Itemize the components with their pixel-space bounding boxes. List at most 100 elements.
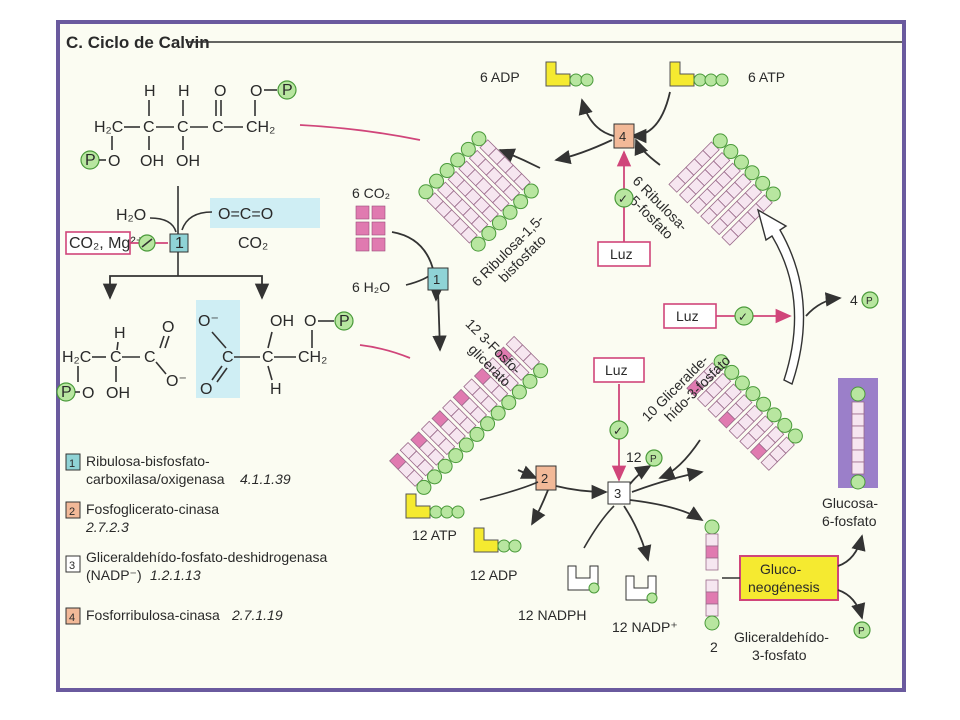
phosphate-cap <box>437 458 453 474</box>
legend-item-1: 1 Ribulosa-bisfosfato- carboxilasa/oxige… <box>65 453 291 487</box>
nadph-label: 12 NADPH <box>518 607 586 623</box>
adp-12-label: 12 ADP <box>470 567 517 583</box>
phosphate-dot <box>704 73 718 87</box>
ch2-right: CH₂ <box>298 349 327 366</box>
chain-cell <box>705 579 719 593</box>
legend-line1-4: Fosforribulosa-cinasa <box>86 607 220 623</box>
pi-gap-icon <box>853 621 871 639</box>
chain-cell <box>705 545 719 559</box>
chain-left-c2: C <box>144 349 156 366</box>
stack-gap-wrap <box>686 354 803 471</box>
phosphate-cap <box>533 363 549 379</box>
chain-cell <box>705 591 719 605</box>
legend-item-2: 2 Fosfoglicerato-cinasa 2.7.2.3 <box>65 501 219 535</box>
co2-cell <box>355 237 370 252</box>
pi-12-p: P <box>650 454 657 465</box>
o-minus-left: O⁻ <box>166 373 187 390</box>
adenine-shape <box>473 527 499 553</box>
chain-cell <box>700 207 718 225</box>
phosphate-cap <box>733 154 749 170</box>
chain-cell <box>705 557 719 571</box>
phosphate-dot <box>580 73 594 87</box>
phosphate-cap <box>427 469 443 485</box>
o-right-bottom: O <box>200 381 212 398</box>
cycle-enzyme-4-label: 4 <box>619 129 626 144</box>
o-bottom: O <box>108 153 120 170</box>
o-bottom-left: O <box>82 385 94 402</box>
phosphate-cap <box>471 131 487 147</box>
phosphate-cap <box>756 396 772 412</box>
co2-cell <box>371 221 386 236</box>
chain-cell <box>718 411 736 429</box>
phosphate-cap <box>734 375 750 391</box>
chain-cell <box>696 389 715 408</box>
regeneration-arrow <box>756 208 805 385</box>
nadp-label: 12 NADP⁺ <box>612 619 678 635</box>
regeneration-output: Luz ✓ 4 P Glucosa- 6-fosfato 2 Gluco- ne… <box>663 208 879 663</box>
luz-check-right <box>734 306 754 326</box>
chain-cell <box>689 196 708 214</box>
legend-line1-3: Gliceraldehído-fosfato-deshidrogenasa <box>86 549 327 565</box>
phosphate-cap <box>502 204 518 220</box>
p-right: P <box>339 313 350 330</box>
atp-top-icon <box>669 61 729 87</box>
pi-4-icon <box>861 291 879 309</box>
phosphate-cap <box>850 386 866 402</box>
carboxylation-reaction: H₂O O=C=O CO₂ CO₂, Mg²⁺ 1 <box>65 186 320 300</box>
ru5p-stack <box>668 133 781 246</box>
h-label-2: H <box>178 83 190 100</box>
arrow-to-rubp <box>498 148 541 169</box>
phosphate-cap <box>850 474 866 490</box>
phosphate-dot <box>693 73 707 87</box>
gap-out-chain-1 <box>704 519 720 571</box>
cycle-enzyme-2-label: 2 <box>541 471 548 486</box>
phosphate-cap <box>712 133 728 149</box>
nadph-icon <box>567 565 600 594</box>
chain-cell <box>851 449 865 463</box>
ribulose-structure: H H O O P H₂C C C C CH₂ P O OH OH <box>80 80 297 170</box>
phosphate-cap <box>522 373 538 389</box>
chain-cell <box>705 533 719 547</box>
title-text: C. Ciclo de Calvin <box>66 33 210 52</box>
legend-item-4: 4 Fosforribulosa-cinasa 2.7.1.19 <box>65 607 283 625</box>
phosphate-dot <box>646 592 658 604</box>
product-left: O H₂C C C H O⁻ P O OH <box>56 319 187 402</box>
luz-check-top <box>614 188 634 208</box>
adenine-shape <box>669 61 695 87</box>
legend-num-2: 2 <box>69 506 75 518</box>
chain-c3: C <box>212 119 224 136</box>
phosphate-cap <box>723 144 739 160</box>
o-right-top: O <box>304 313 316 330</box>
phosphate-cap <box>429 173 445 189</box>
h2o-in-label: 6 H₂O <box>352 279 390 295</box>
chain-cell <box>851 413 865 427</box>
phosphate-cap <box>418 184 434 200</box>
chain-cell <box>760 453 778 471</box>
adenine-shape <box>405 493 431 519</box>
o-minus-right: O⁻ <box>198 313 219 330</box>
co2-label: CO₂ <box>238 235 268 252</box>
phosphate-cap <box>766 407 782 423</box>
legend-line1-1: Ribulosa-bisfosfato- <box>86 453 210 469</box>
figure-title: C. Ciclo de Calvin <box>66 33 902 52</box>
chain-cell <box>679 185 697 204</box>
co2-cell <box>371 205 386 220</box>
chain-cell <box>705 603 719 617</box>
phosphate-cap <box>511 384 527 400</box>
h-right: H <box>270 381 282 398</box>
phosphate-cap <box>448 448 464 464</box>
adp-12-icon <box>473 527 522 553</box>
phosphate-cap <box>744 165 760 181</box>
enzyme-1-label: 1 <box>175 235 184 252</box>
gap-out-label-1: Gliceraldehído- <box>734 629 829 645</box>
cycle-enzyme-1-label: 1 <box>433 272 440 287</box>
atp-12-label: 12 ATP <box>412 527 457 543</box>
legend-ec-3: 1.2.1.13 <box>150 567 201 583</box>
phosphate-cap <box>704 615 720 631</box>
oh-right: OH <box>270 313 294 330</box>
chain-cell <box>851 461 865 475</box>
pi-12-icon <box>645 449 663 467</box>
rubp-stack <box>418 131 539 252</box>
phosphate-dot <box>429 505 443 519</box>
chain-cell <box>710 217 729 236</box>
